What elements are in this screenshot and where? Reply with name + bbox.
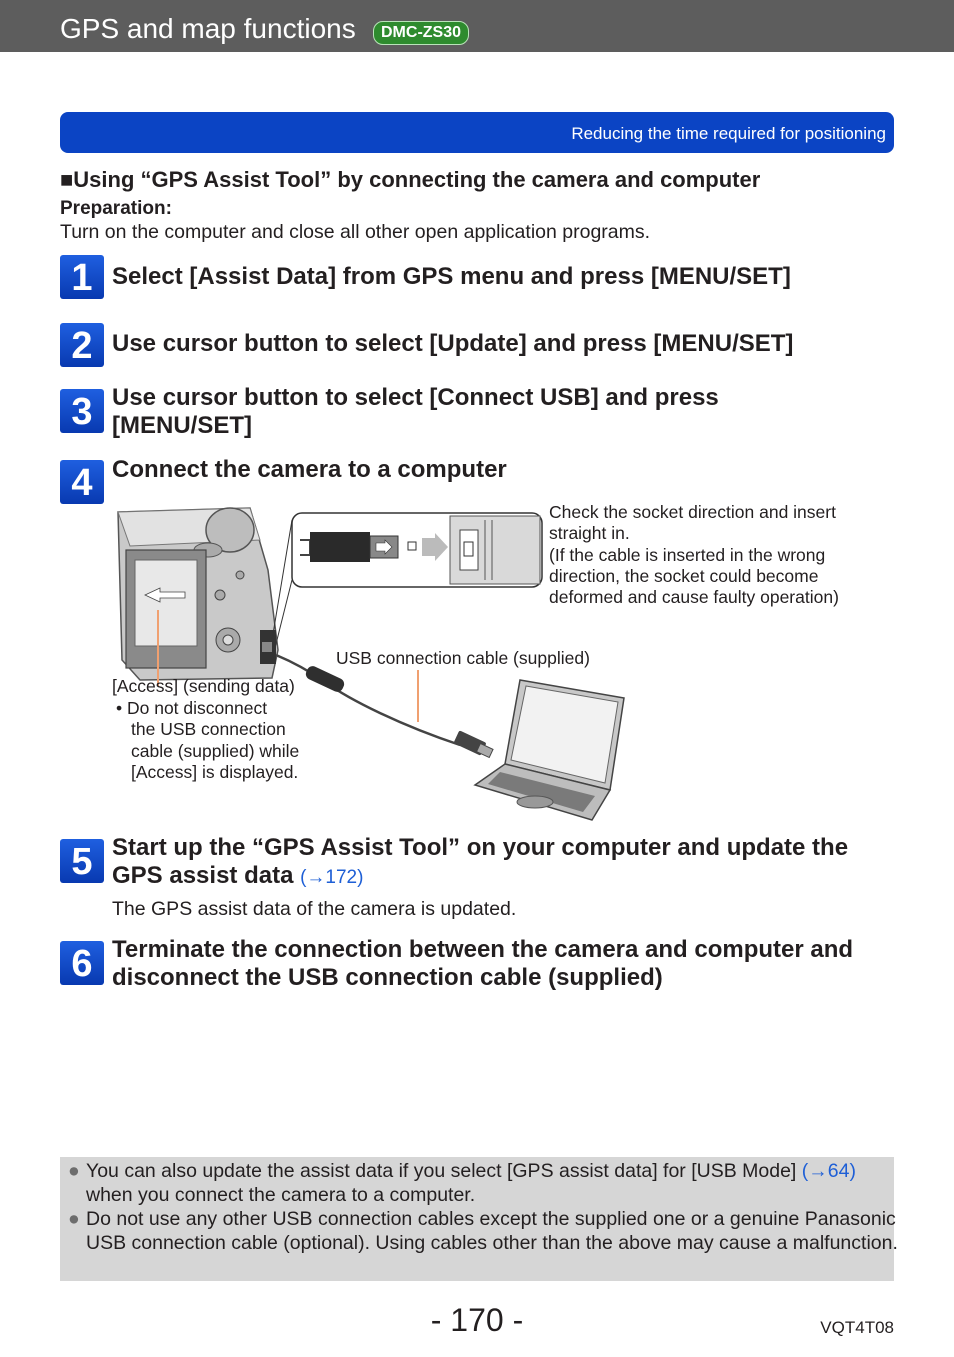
socket-note: Check the socket direction and insert st…: [549, 502, 889, 608]
note-text: when you connect the camera to a compute…: [86, 1183, 476, 1206]
access-note-line: • Do not disconnect: [116, 698, 268, 718]
step-number-6: 6: [60, 941, 104, 985]
socket-note-line: straight in.: [549, 523, 630, 544]
note-item: ● You can also update the assist data if …: [68, 1160, 901, 1207]
page-number: - 170 -: [430, 1302, 524, 1338]
step-number-3: 3: [60, 389, 104, 433]
subheading: ■Using “GPS Assist Tool” by connecting t…: [60, 167, 761, 192]
camera-computer-illustration: [117, 507, 625, 821]
notes-box: ● You can also update the assist data if …: [60, 1157, 898, 1281]
step-title-5: Start up the “GPS Assist Tool” on your c…: [112, 834, 892, 892]
laptop-icon: [473, 679, 625, 821]
step-number-4: 4: [60, 460, 104, 504]
socket-note-line: direction, the socket could become: [549, 565, 819, 586]
step-title-5-text: Start up the “GPS Assist Tool” on your c…: [112, 834, 849, 889]
cable-label: USB connection cable (supplied): [336, 648, 590, 668]
access-note: • Do not disconnect the USB connection c…: [116, 698, 326, 783]
section-bar: Reducing the time required for positioni…: [60, 112, 894, 153]
step-5-note: The GPS assist data of the camera is upd…: [112, 898, 517, 920]
chapter-title: GPS and map functions: [60, 13, 356, 44]
socket-inset: [291, 512, 543, 588]
step-title-2: Use cursor button to select [Update] and…: [112, 330, 794, 357]
socket-note-line: (If the cable is inserted in the wrong: [549, 544, 826, 565]
section-title: Reducing the time required for positioni…: [571, 124, 886, 143]
page-link-172[interactable]: (→172): [300, 867, 364, 888]
access-note-line: cable (supplied) while: [131, 740, 300, 761]
step-title-4: Connect the camera to a computer: [112, 456, 507, 483]
header-bar: GPS and map functions DMC-ZS30: [0, 0, 954, 52]
note-text: Do not use any other USB connection cabl…: [86, 1208, 898, 1254]
model-badge: DMC-ZS30: [373, 21, 470, 45]
note-text: You can also update the assist data if y…: [86, 1160, 802, 1182]
step-number-1: 1: [60, 255, 104, 299]
step-number-5: 5: [60, 839, 104, 883]
bullet-icon: ●: [68, 1160, 80, 1182]
access-label: [Access] (sending data): [112, 676, 295, 696]
bullet-icon: ●: [68, 1208, 80, 1230]
access-note-line: the USB connection: [131, 719, 286, 740]
camera-icon: [117, 507, 279, 681]
step-number-2: 2: [60, 323, 104, 367]
page-link-64[interactable]: (→64): [801, 1160, 856, 1182]
preparation-label: Preparation:: [60, 198, 172, 219]
step-title-3: Use cursor button to select [Connect USB…: [112, 384, 719, 439]
note-item: ● Do not use any other USB connection cab…: [68, 1208, 901, 1255]
socket-note-line: Check the socket direction and insert: [549, 502, 836, 522]
step-title-6: Terminate the connection between the cam…: [112, 936, 854, 991]
socket-note-line: deformed and cause faulty operation): [549, 587, 839, 608]
access-note-line: [Access] is displayed.: [131, 761, 299, 782]
preparation-text: Turn on the computer and close all other…: [60, 221, 651, 243]
document-code: VQT4T08: [820, 1318, 894, 1337]
step-title-1: Select [Assist Data] from GPS menu and p…: [112, 263, 791, 290]
